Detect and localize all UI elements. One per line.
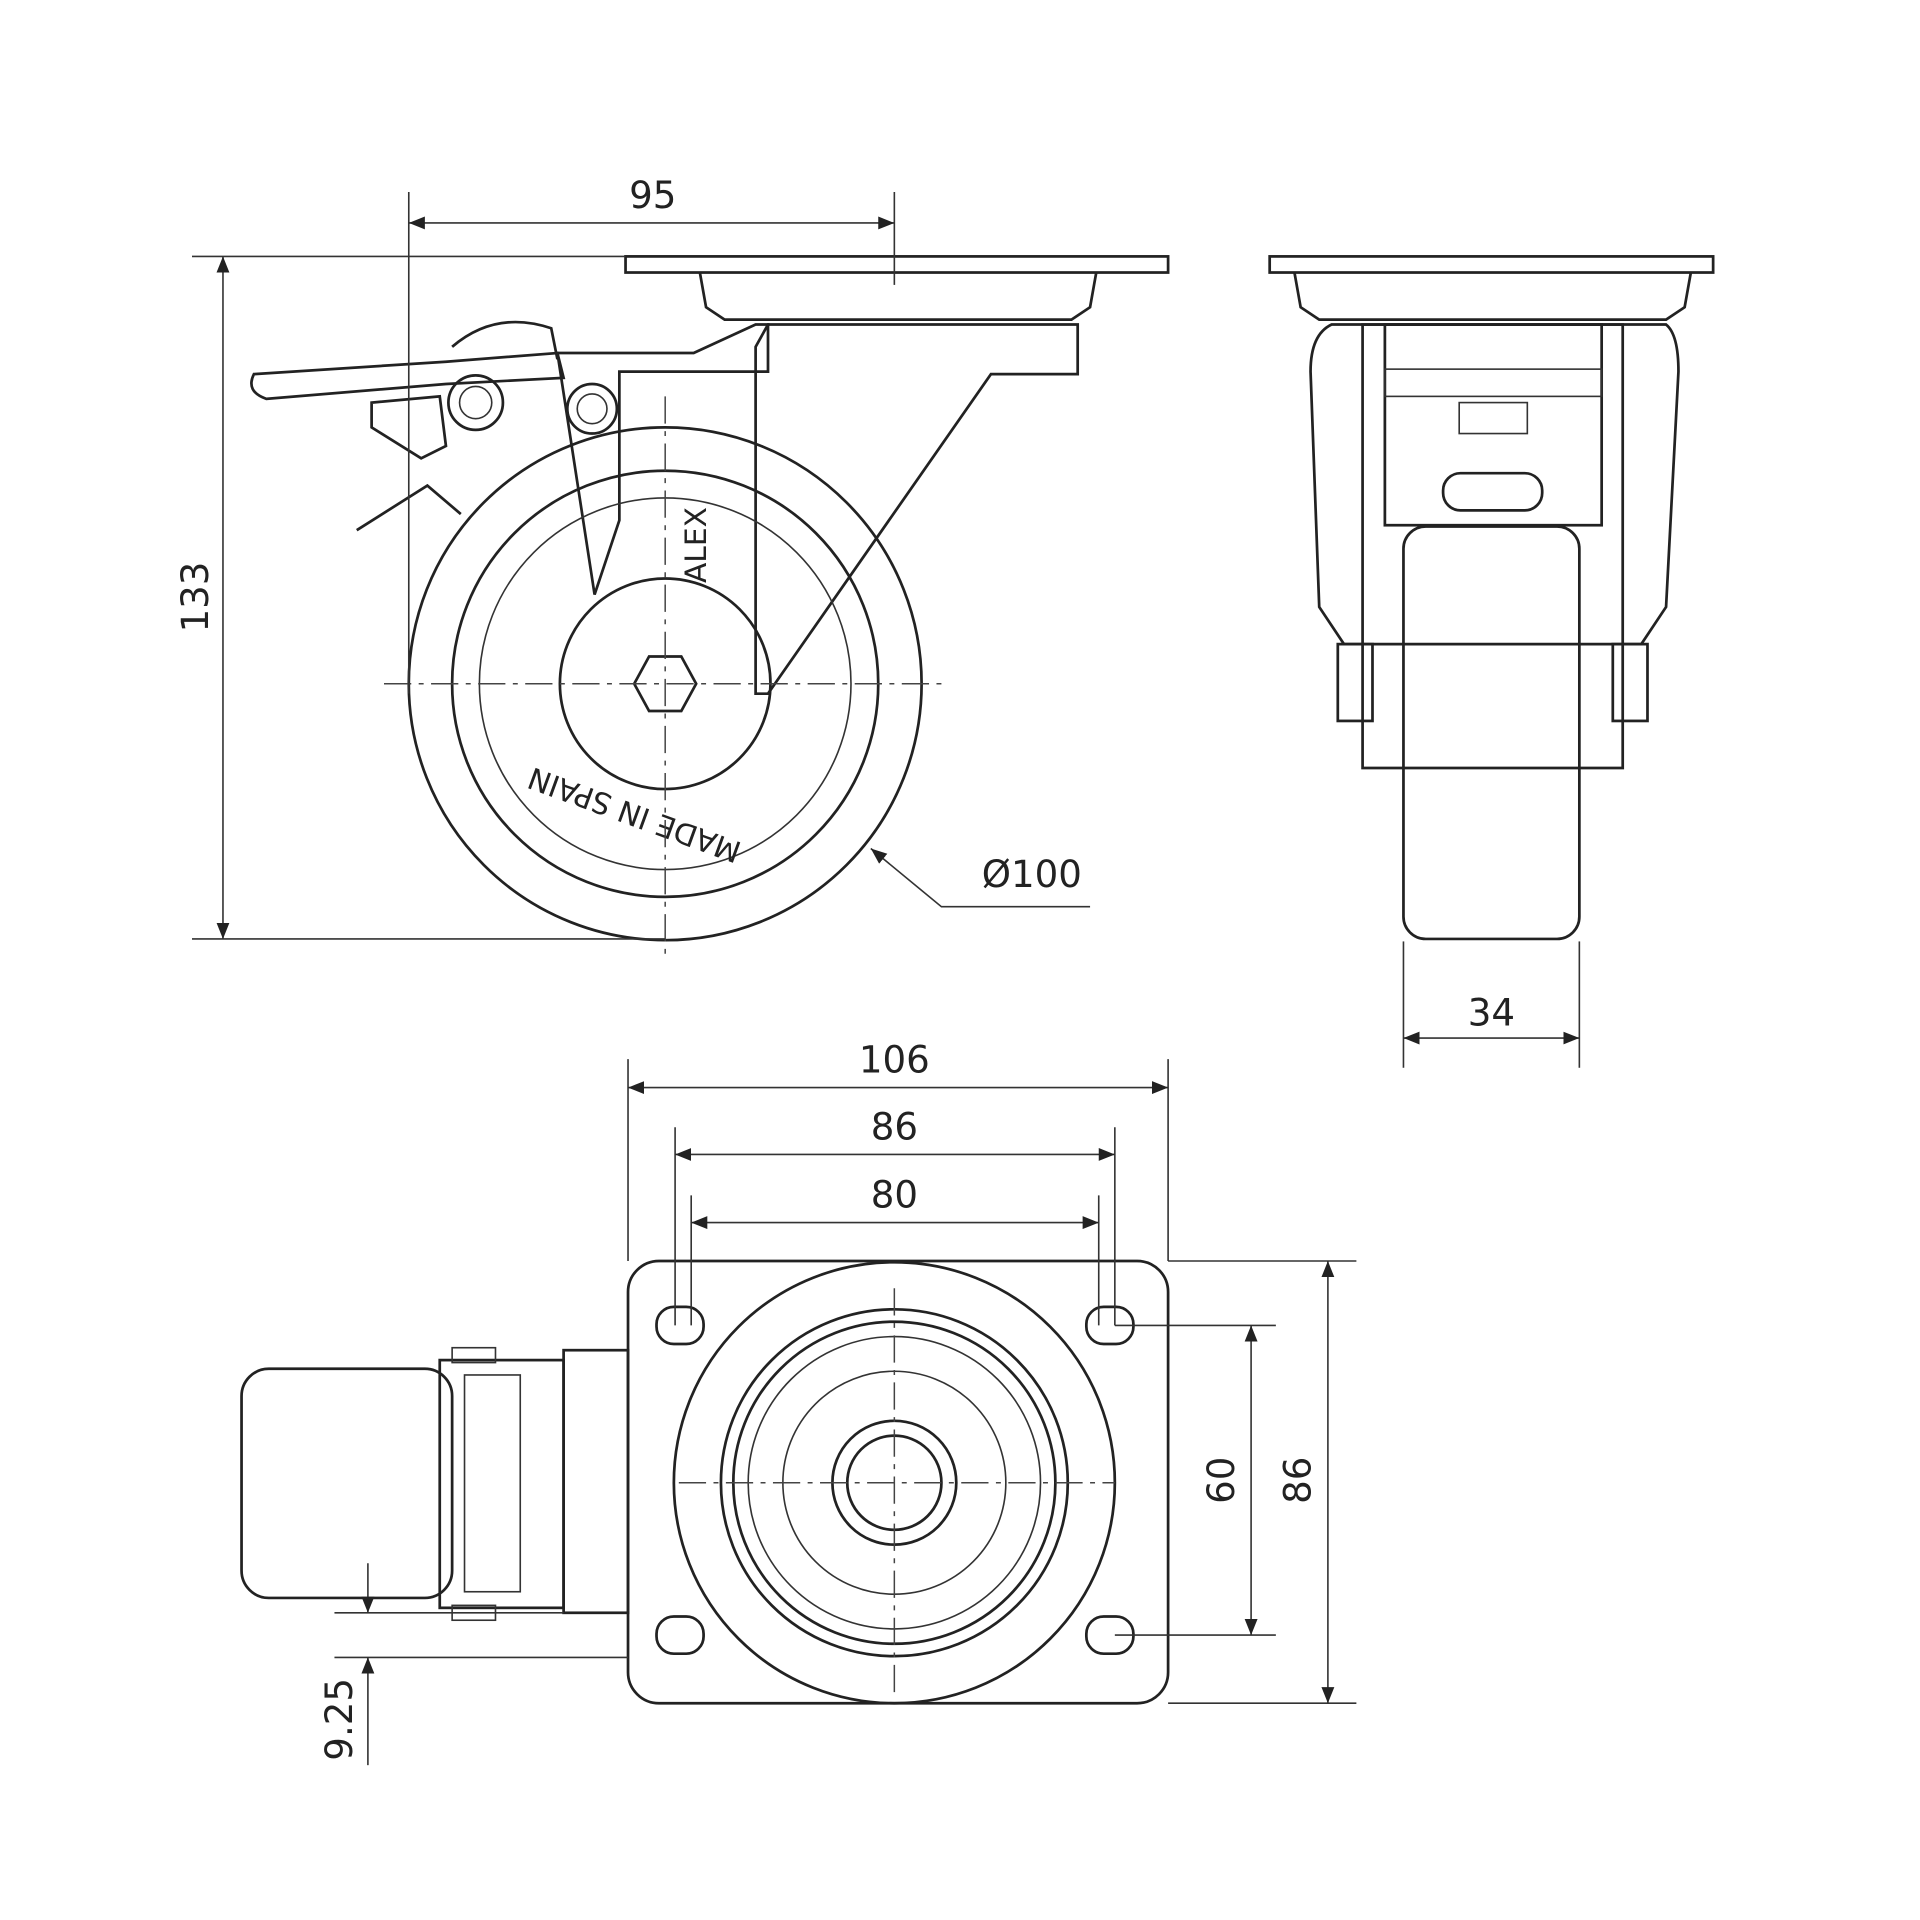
leader-diameter xyxy=(870,847,1091,908)
wheel-tread xyxy=(1402,525,1581,941)
dim-106-label: 106 xyxy=(859,1039,930,1082)
brand-logo: ALEX xyxy=(679,507,714,583)
dim-95-label: 95 xyxy=(629,174,676,217)
dim-86-vertical-label: 86 xyxy=(1277,1457,1320,1504)
plate-boss xyxy=(698,272,1098,321)
brake-pedal-top xyxy=(240,1346,630,1622)
top-view: 106 86 80 60 86 9.25 xyxy=(240,1039,1357,1766)
side-view: ALEX MADE IN SPAIN 95 133 Ø100 xyxy=(174,174,1170,960)
wheel-text: MADE IN SPAIN xyxy=(524,759,746,868)
dim-diameter-label: Ø100 xyxy=(982,853,1082,896)
fork-leg xyxy=(754,323,1080,696)
fork-body xyxy=(555,323,770,596)
front-view: 34 xyxy=(1268,255,1715,1068)
dim-9-25-label: 9.25 xyxy=(318,1678,361,1761)
dim-133-label: 133 xyxy=(174,562,217,633)
hex-nut xyxy=(632,655,698,713)
dim-80-label: 80 xyxy=(871,1174,918,1217)
top-plate xyxy=(624,255,1170,274)
dim-34-label: 34 xyxy=(1468,992,1515,1035)
brake-lever xyxy=(250,320,619,532)
dim-60-label: 60 xyxy=(1200,1457,1243,1504)
dim-86-horizontal-label: 86 xyxy=(871,1106,918,1149)
